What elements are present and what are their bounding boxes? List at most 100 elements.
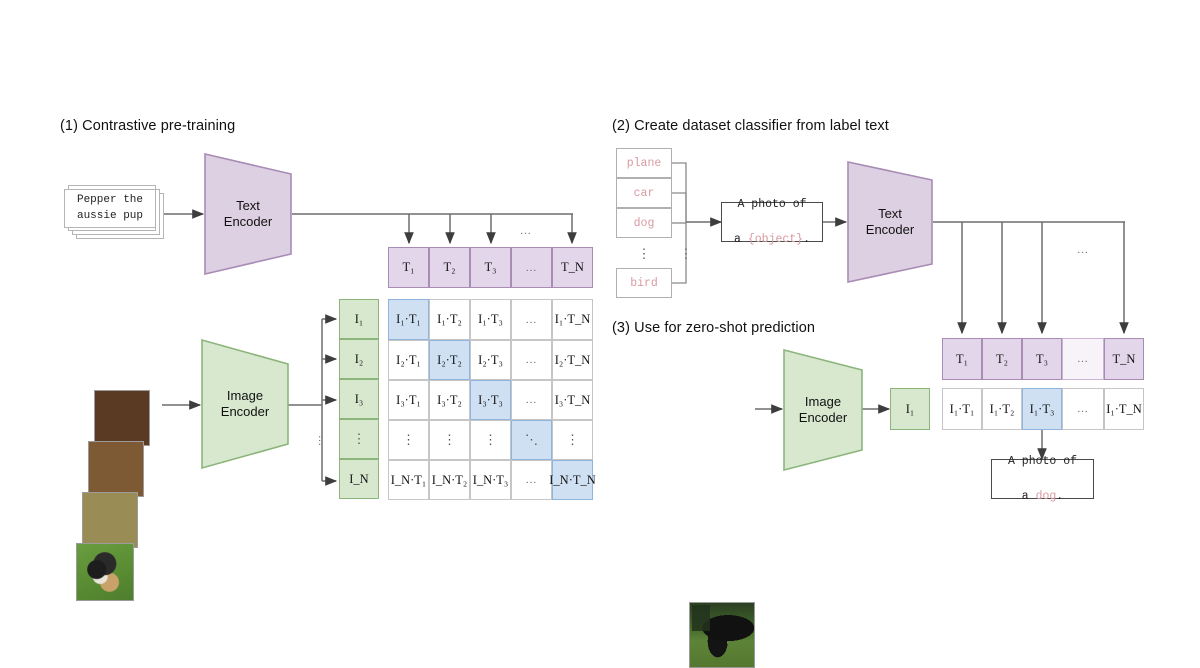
matrix-text-4-0: I_N·T₁ [390,472,427,487]
matrix-cell-3-0: ⋮ [388,420,429,460]
p3-t-cell-0: T₁ [942,338,982,380]
p3-score-label-1: I₁·T₂ [989,401,1015,416]
training-photo-puppy [76,543,134,601]
matrix-text-1-3: … [525,354,538,366]
query-photo-dog [689,602,755,668]
text-encoder-1-line2: Encoder [223,214,273,229]
caption-card: Pepper the aussie pup [64,189,156,228]
p1-t-cell-1: T₂ [429,247,470,288]
matrix-cell-0-1: I₁·T₂ [429,299,470,340]
matrix-text-4-1: I_N·T₂ [431,472,468,487]
p3-score-label-4: I₁·T_N [1106,401,1142,416]
label-ellipsis-left: ⋮ [616,243,672,265]
p1-t-label-2: T₃ [484,260,497,274]
p1-i-label-0: I₁ [354,311,364,326]
image-encoder-3: Image Encoder [782,348,864,472]
label-ellipsis-left-text: ⋮ [637,246,651,261]
prediction-line-1: A photo of [1007,455,1077,469]
p3-i-label: I₁ [905,401,915,416]
p1-t-cell-0: T₁ [388,247,429,288]
prompt-line-1: A photo of [737,198,807,212]
p3-score-cell-3: … [1062,388,1104,430]
matrix-cell-2-4: I₃·T_N [552,380,593,420]
p3-i-cell: I₁ [890,388,930,430]
p1-t-cell-3: … [511,247,552,288]
matrix-text-2-4: I₃·T_N [554,392,591,407]
matrix-text-3-1: ⋮ [443,431,456,447]
label-box-car: car [616,178,672,208]
p1-i-cell-0: I₁ [339,299,379,339]
matrix-text-2-1: I₃·T₂ [437,392,462,407]
prompt-object-token: {object} [747,232,804,246]
matrix-cell-1-4: I₂·T_N [552,340,593,380]
p1-i-cell-2: I₃ [339,379,379,419]
matrix-cell-4-1: I_N·T₂ [429,460,470,500]
training-photo-stack-2 [82,492,138,548]
matrix-text-2-2: I₃·T₃ [478,392,503,407]
image-encoder-1-line2: Encoder [220,404,270,419]
training-photo-stack-4 [94,390,150,446]
matrix-cell-0-2: I₁·T₃ [470,299,511,340]
p1-t-cell-4: T_N [552,247,593,288]
p1-i-cell-4: I_N [339,459,379,499]
matrix-text-3-0: ⋮ [402,431,415,447]
matrix-text-3-4: ⋮ [566,431,579,447]
prediction-line-2-b: . [1056,489,1064,503]
p1-t-label-3: … [525,261,538,274]
matrix-cell-3-3: ⋱ [511,420,552,460]
image-encoder-3-line2: Encoder [798,410,848,425]
p3-score-label-2: I₁·T₃ [1029,401,1055,416]
matrix-cell-0-0: I₁·T₁ [388,299,429,340]
matrix-cell-2-1: I₃·T₂ [429,380,470,420]
p3-t-cell-1: T₂ [982,338,1022,380]
svg-text:...: ... [316,435,328,446]
p3-t-label-0: T₁ [956,351,968,366]
label-text-car: car [633,186,655,200]
panel-3-title: (3) Use for zero-shot prediction [612,320,816,336]
text-encoder-2-line1: Text [878,205,902,221]
label-text-dog: dog [633,216,655,230]
prompt-line-2-a: a [734,232,748,246]
p3-t-label-4: T_N [1112,351,1136,366]
matrix-cell-3-2: ⋮ [470,420,511,460]
p3-score-cell-4: I₁·T_N [1104,388,1144,430]
matrix-cell-4-3: … [511,460,552,500]
matrix-text-4-3: … [525,474,538,486]
p1-t-cell-2: T₃ [470,247,511,288]
prediction-object-token: dog [1035,489,1057,503]
matrix-cell-0-4: I₁·T_N [552,299,593,340]
matrix-cell-2-3: … [511,380,552,420]
p3-t-cell-2: T₃ [1022,338,1062,380]
matrix-text-2-3: … [525,394,538,406]
text-encoder-2-line2: Encoder [865,222,915,237]
p3-t-label-3: … [1077,353,1089,365]
matrix-cell-1-1: I₂·T₂ [429,340,470,380]
p1-t-label-4: T_N [561,260,584,274]
prediction-line-2-a: a [1021,489,1036,503]
text-encoder-1-line1: Text [236,197,260,213]
matrix-cell-3-4: ⋮ [552,420,593,460]
image-encoder-1-line1: Image [226,387,264,403]
p1-i-cell-1: I₂ [339,339,379,379]
training-photo-stack-3 [88,441,144,497]
matrix-cell-2-0: I₃·T₁ [388,380,429,420]
text-encoder-2: Text Encoder [846,160,934,284]
label-text-plane: plane [626,156,662,170]
matrix-text-0-1: I₁·T₂ [437,312,462,326]
matrix-text-4-4: I_N·T_N [549,472,596,487]
matrix-text-3-2: ⋮ [484,431,497,447]
p3-score-cell-0: I₁·T₁ [942,388,982,430]
clip-diagram: ... ... ... (1) Contrastive pre- [60,118,1144,668]
p1-i-label-2: I₃ [354,391,364,406]
matrix-text-2-0: I₃·T₁ [396,392,421,407]
p1-t-label-0: T₁ [402,260,415,274]
p1-i-label-3: ⋮ [352,430,366,446]
p3-t-label-1: T₂ [996,351,1008,366]
matrix-cell-4-4: I_N·T_N [549,460,596,500]
p1-t-label-1: T₂ [443,260,456,274]
p3-score-label-0: I₁·T₁ [949,401,975,416]
matrix-cell-4-0: I_N·T₁ [388,460,429,500]
matrix-text-0-3: … [525,313,538,326]
matrix-text-0-2: I₁·T₃ [478,312,503,326]
svg-text:...: ... [520,225,531,237]
